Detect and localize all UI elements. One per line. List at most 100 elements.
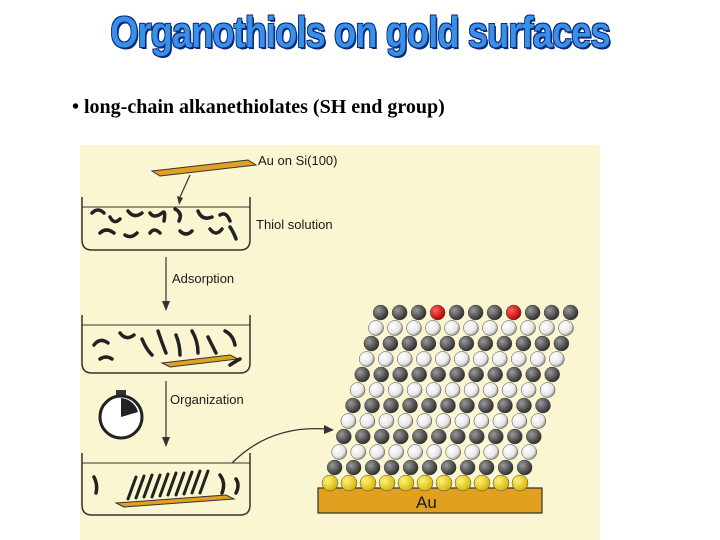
chain-atom (393, 428, 409, 445)
chain-atom (521, 444, 537, 460)
chain-atom (487, 366, 503, 383)
zoom-arrow-head (324, 425, 334, 434)
sam-formation-diagram: Au on Si(100) Thiol solution Adsorption … (80, 145, 600, 540)
chain-atom (440, 459, 457, 476)
chain-atom (406, 320, 422, 336)
chain-atom (426, 444, 442, 460)
chain-atom (530, 413, 547, 429)
chain-atom (402, 459, 419, 476)
chain-atom (516, 459, 533, 476)
chain-atom (439, 335, 456, 352)
arrow-2-head (162, 301, 170, 311)
chain-atom (378, 351, 394, 367)
chain-atom (478, 459, 495, 476)
arrow-1-head (177, 196, 183, 205)
chain-atom (473, 351, 489, 367)
chain-atom (467, 304, 484, 321)
sulfur-atom (378, 474, 396, 492)
chain-atom (502, 444, 518, 460)
chain-atom (407, 444, 423, 460)
monolayer-molecules (321, 304, 579, 492)
sulfur-atom (435, 474, 453, 492)
chain-atom (382, 335, 399, 352)
chain-atom (355, 428, 371, 445)
label-substrate: Au on Si(100) (258, 153, 338, 168)
chain-atom (464, 444, 480, 460)
zoom-arrow (231, 427, 327, 464)
chain-atom (373, 366, 389, 383)
label-organization: Organization (170, 392, 244, 407)
sulfur-atom (416, 474, 434, 492)
chain-atom (459, 459, 476, 476)
chain-atom (374, 428, 390, 445)
chain-atom (454, 351, 470, 367)
chain-atom (429, 304, 446, 321)
chain-atom (359, 413, 376, 429)
chain-atom (525, 366, 541, 383)
chain-atom (482, 320, 498, 336)
chain-atom (397, 413, 414, 429)
chain-atom (392, 366, 408, 383)
chain-atom (448, 304, 465, 321)
chain-atom (473, 413, 490, 429)
chain-atom (444, 382, 461, 398)
chain-atom (406, 382, 423, 398)
chain-atom (383, 397, 399, 414)
chain-atom (340, 413, 357, 429)
chain-atom (387, 382, 404, 398)
substrate-plate (150, 159, 258, 177)
chain-atom (401, 335, 418, 352)
chain-atom (562, 304, 579, 321)
chain-atom (492, 351, 508, 367)
sulfur-atom (511, 474, 529, 492)
chain-atom (430, 366, 446, 383)
chain-atom (369, 444, 385, 460)
stopwatch-icon (98, 390, 144, 440)
chain-atom (553, 335, 570, 352)
chain-atom (412, 428, 428, 445)
chain-atom (501, 320, 517, 336)
chain-atom (372, 304, 389, 321)
chain-atom (425, 382, 442, 398)
chain-atom (516, 397, 532, 414)
sulfur-atom (359, 474, 377, 492)
sulfur-atom (321, 474, 339, 492)
chain-atom (496, 335, 513, 352)
chain-atom (454, 413, 471, 429)
sulfur-atom (454, 474, 472, 492)
chain-atom (478, 397, 494, 414)
chain-atom (387, 320, 403, 336)
chain-atom (524, 304, 541, 321)
chain-atom (511, 351, 527, 367)
chain-atom (364, 459, 381, 476)
chain-atom (421, 459, 438, 476)
beaker-organized (81, 453, 251, 516)
chain-atom (488, 428, 504, 445)
chain-atom (397, 351, 413, 367)
chain-atom (391, 304, 408, 321)
chain-atom (445, 444, 461, 460)
chain-atom (368, 382, 385, 398)
sulfur-atom (492, 474, 510, 492)
chain-atom (435, 351, 451, 367)
chain-atom (486, 304, 503, 321)
chain-atom (345, 459, 362, 476)
chain-atom (349, 382, 366, 398)
chain-atom (534, 335, 551, 352)
chain-atom (543, 304, 560, 321)
chain-atom (492, 413, 509, 429)
chain-atom (539, 382, 556, 398)
beaker-solution (81, 197, 251, 251)
chain-atom (420, 335, 437, 352)
chain-atom (359, 351, 375, 367)
chain-atom (539, 320, 555, 336)
chain-atom (544, 366, 560, 383)
chain-atom (468, 366, 484, 383)
chain-atom (520, 320, 536, 336)
chain-atom (416, 413, 433, 429)
bullet-point: • long-chain alkanethiolates (SH end gro… (72, 96, 445, 118)
chain-atom (526, 428, 542, 445)
label-solution: Thiol solution (256, 217, 333, 232)
chain-atom (497, 397, 513, 414)
chain-atom (363, 335, 380, 352)
